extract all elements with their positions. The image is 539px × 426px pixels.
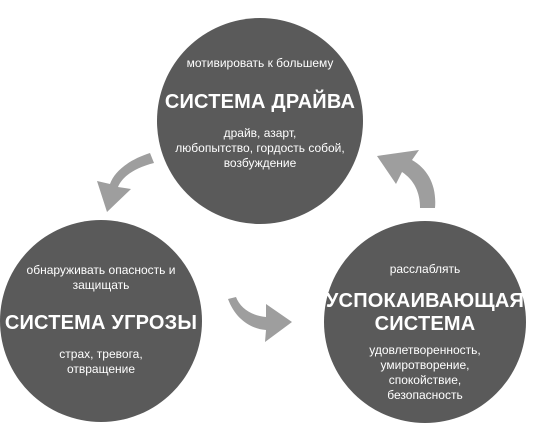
threat-system-title: СИСТЕМА УГРОЗЫ bbox=[4, 312, 198, 334]
soothing-system-purpose: расслаблять bbox=[389, 262, 461, 276]
soothing-system-emotion-2: умиротворение, bbox=[380, 358, 470, 372]
threat-system-circle: обнаруживать опасность и защищать СИСТЕМ… bbox=[0, 220, 202, 422]
threat-system-purpose-2: защищать bbox=[72, 278, 130, 292]
threat-system-purpose-1: обнаруживать опасность и bbox=[26, 263, 176, 277]
drive-system-purpose: мотивировать к большему bbox=[186, 56, 334, 70]
soothing-system-circle: расслаблять УСПОКАИВАЮЩАЯ СИСТЕМА удовле… bbox=[324, 221, 526, 423]
drive-system-emotion-3: возбуждение bbox=[223, 156, 297, 170]
soothing-system-title-2: СИСТЕМА bbox=[374, 313, 476, 335]
drive-system-emotion-2: любопытство, гордость собой, bbox=[175, 141, 345, 155]
soothing-system-emotion-3: спокойствие, bbox=[388, 373, 462, 387]
arrow-threat-to-soothing bbox=[228, 297, 292, 342]
soothing-system-title-1: УСПОКАИВАЮЩАЯ bbox=[325, 290, 525, 312]
soothing-system-emotion-1: удовлетворенность, bbox=[369, 343, 481, 357]
threat-system-emotion-2: отвращение bbox=[66, 362, 136, 376]
arrow-soothing-to-drive bbox=[377, 150, 436, 208]
arrow-drive-to-threat bbox=[97, 153, 154, 212]
threat-system-emotion-1: страх, тревога, bbox=[59, 347, 143, 361]
soothing-system-emotion-4: безопасность bbox=[387, 388, 463, 402]
drive-system-emotion-1: драйв, азарт, bbox=[223, 126, 297, 140]
drive-system-title: СИСТЕМА ДРАЙВА bbox=[164, 91, 356, 113]
drive-system-circle: мотивировать к большему СИСТЕМА ДРАЙВА д… bbox=[157, 18, 363, 224]
